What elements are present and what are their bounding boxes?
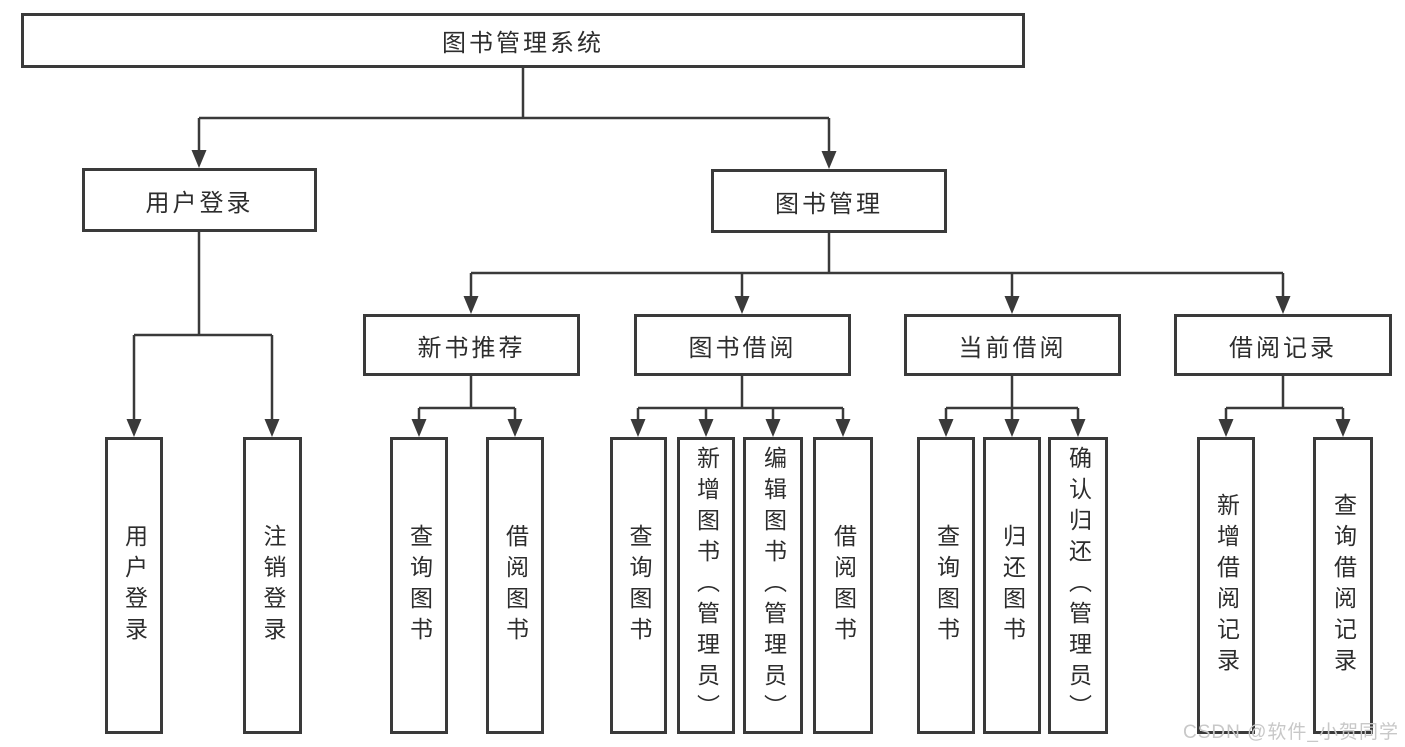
leaf-confirm-return-admin: 确认归还（管理员） <box>1048 437 1108 734</box>
node-label: 借阅图书 <box>830 523 857 648</box>
node-book-management: 图书管理 <box>711 169 947 233</box>
node-label: 借阅图书 <box>502 523 529 648</box>
node-book-borrowing: 图书借阅 <box>634 314 851 376</box>
leaf-borrow-books-recommend: 借阅图书 <box>486 437 544 734</box>
leaf-borrow-books: 借阅图书 <box>813 437 873 734</box>
node-label: 归还图书 <box>999 523 1026 648</box>
node-label: 新书推荐 <box>417 334 526 362</box>
leaf-add-borrow-record: 新增借阅记录 <box>1197 437 1255 734</box>
node-label: 图书管理系统 <box>442 30 604 57</box>
leaf-query-books-current: 查询图书 <box>917 437 975 734</box>
leaf-query-books-recommend: 查询图书 <box>390 437 448 734</box>
node-new-book-recommend: 新书推荐 <box>363 314 580 376</box>
node-label: 查询借阅记录 <box>1330 492 1357 679</box>
node-user-login: 用户登录 <box>82 168 317 232</box>
node-label: 新增借阅记录 <box>1213 492 1240 679</box>
node-label: 图书借阅 <box>688 334 797 362</box>
leaf-logout: 注销登录 <box>243 437 302 734</box>
node-label: 查询图书 <box>933 523 960 648</box>
node-label: 确认归还（管理员） <box>1065 446 1092 725</box>
node-label: 当前借阅 <box>958 334 1067 362</box>
node-label: 图书管理 <box>775 190 883 218</box>
node-library-system-root: 图书管理系统 <box>21 13 1025 68</box>
node-current-borrowing: 当前借阅 <box>904 314 1121 376</box>
watermark: CSDN @软件_小贺同学 <box>1183 722 1399 743</box>
leaf-add-books-admin: 新增图书（管理员） <box>677 437 735 734</box>
node-label: 查询图书 <box>406 523 433 648</box>
node-label: 用户登录 <box>121 523 148 648</box>
node-label: 编辑图书（管理员） <box>760 446 787 725</box>
leaf-query-books-borrowing: 查询图书 <box>610 437 667 734</box>
node-label: 注销登录 <box>260 523 286 648</box>
node-label: 借阅记录 <box>1229 334 1337 362</box>
node-label: 查询图书 <box>626 523 652 648</box>
leaf-user-login: 用户登录 <box>105 437 163 734</box>
node-borrowing-records: 借阅记录 <box>1174 314 1392 376</box>
leaf-query-borrow-record: 查询借阅记录 <box>1313 437 1373 734</box>
node-label: 用户登录 <box>145 189 254 217</box>
leaf-return-books: 归还图书 <box>983 437 1041 734</box>
leaf-edit-books-admin: 编辑图书（管理员） <box>743 437 803 734</box>
node-label: 新增图书（管理员） <box>693 446 720 725</box>
